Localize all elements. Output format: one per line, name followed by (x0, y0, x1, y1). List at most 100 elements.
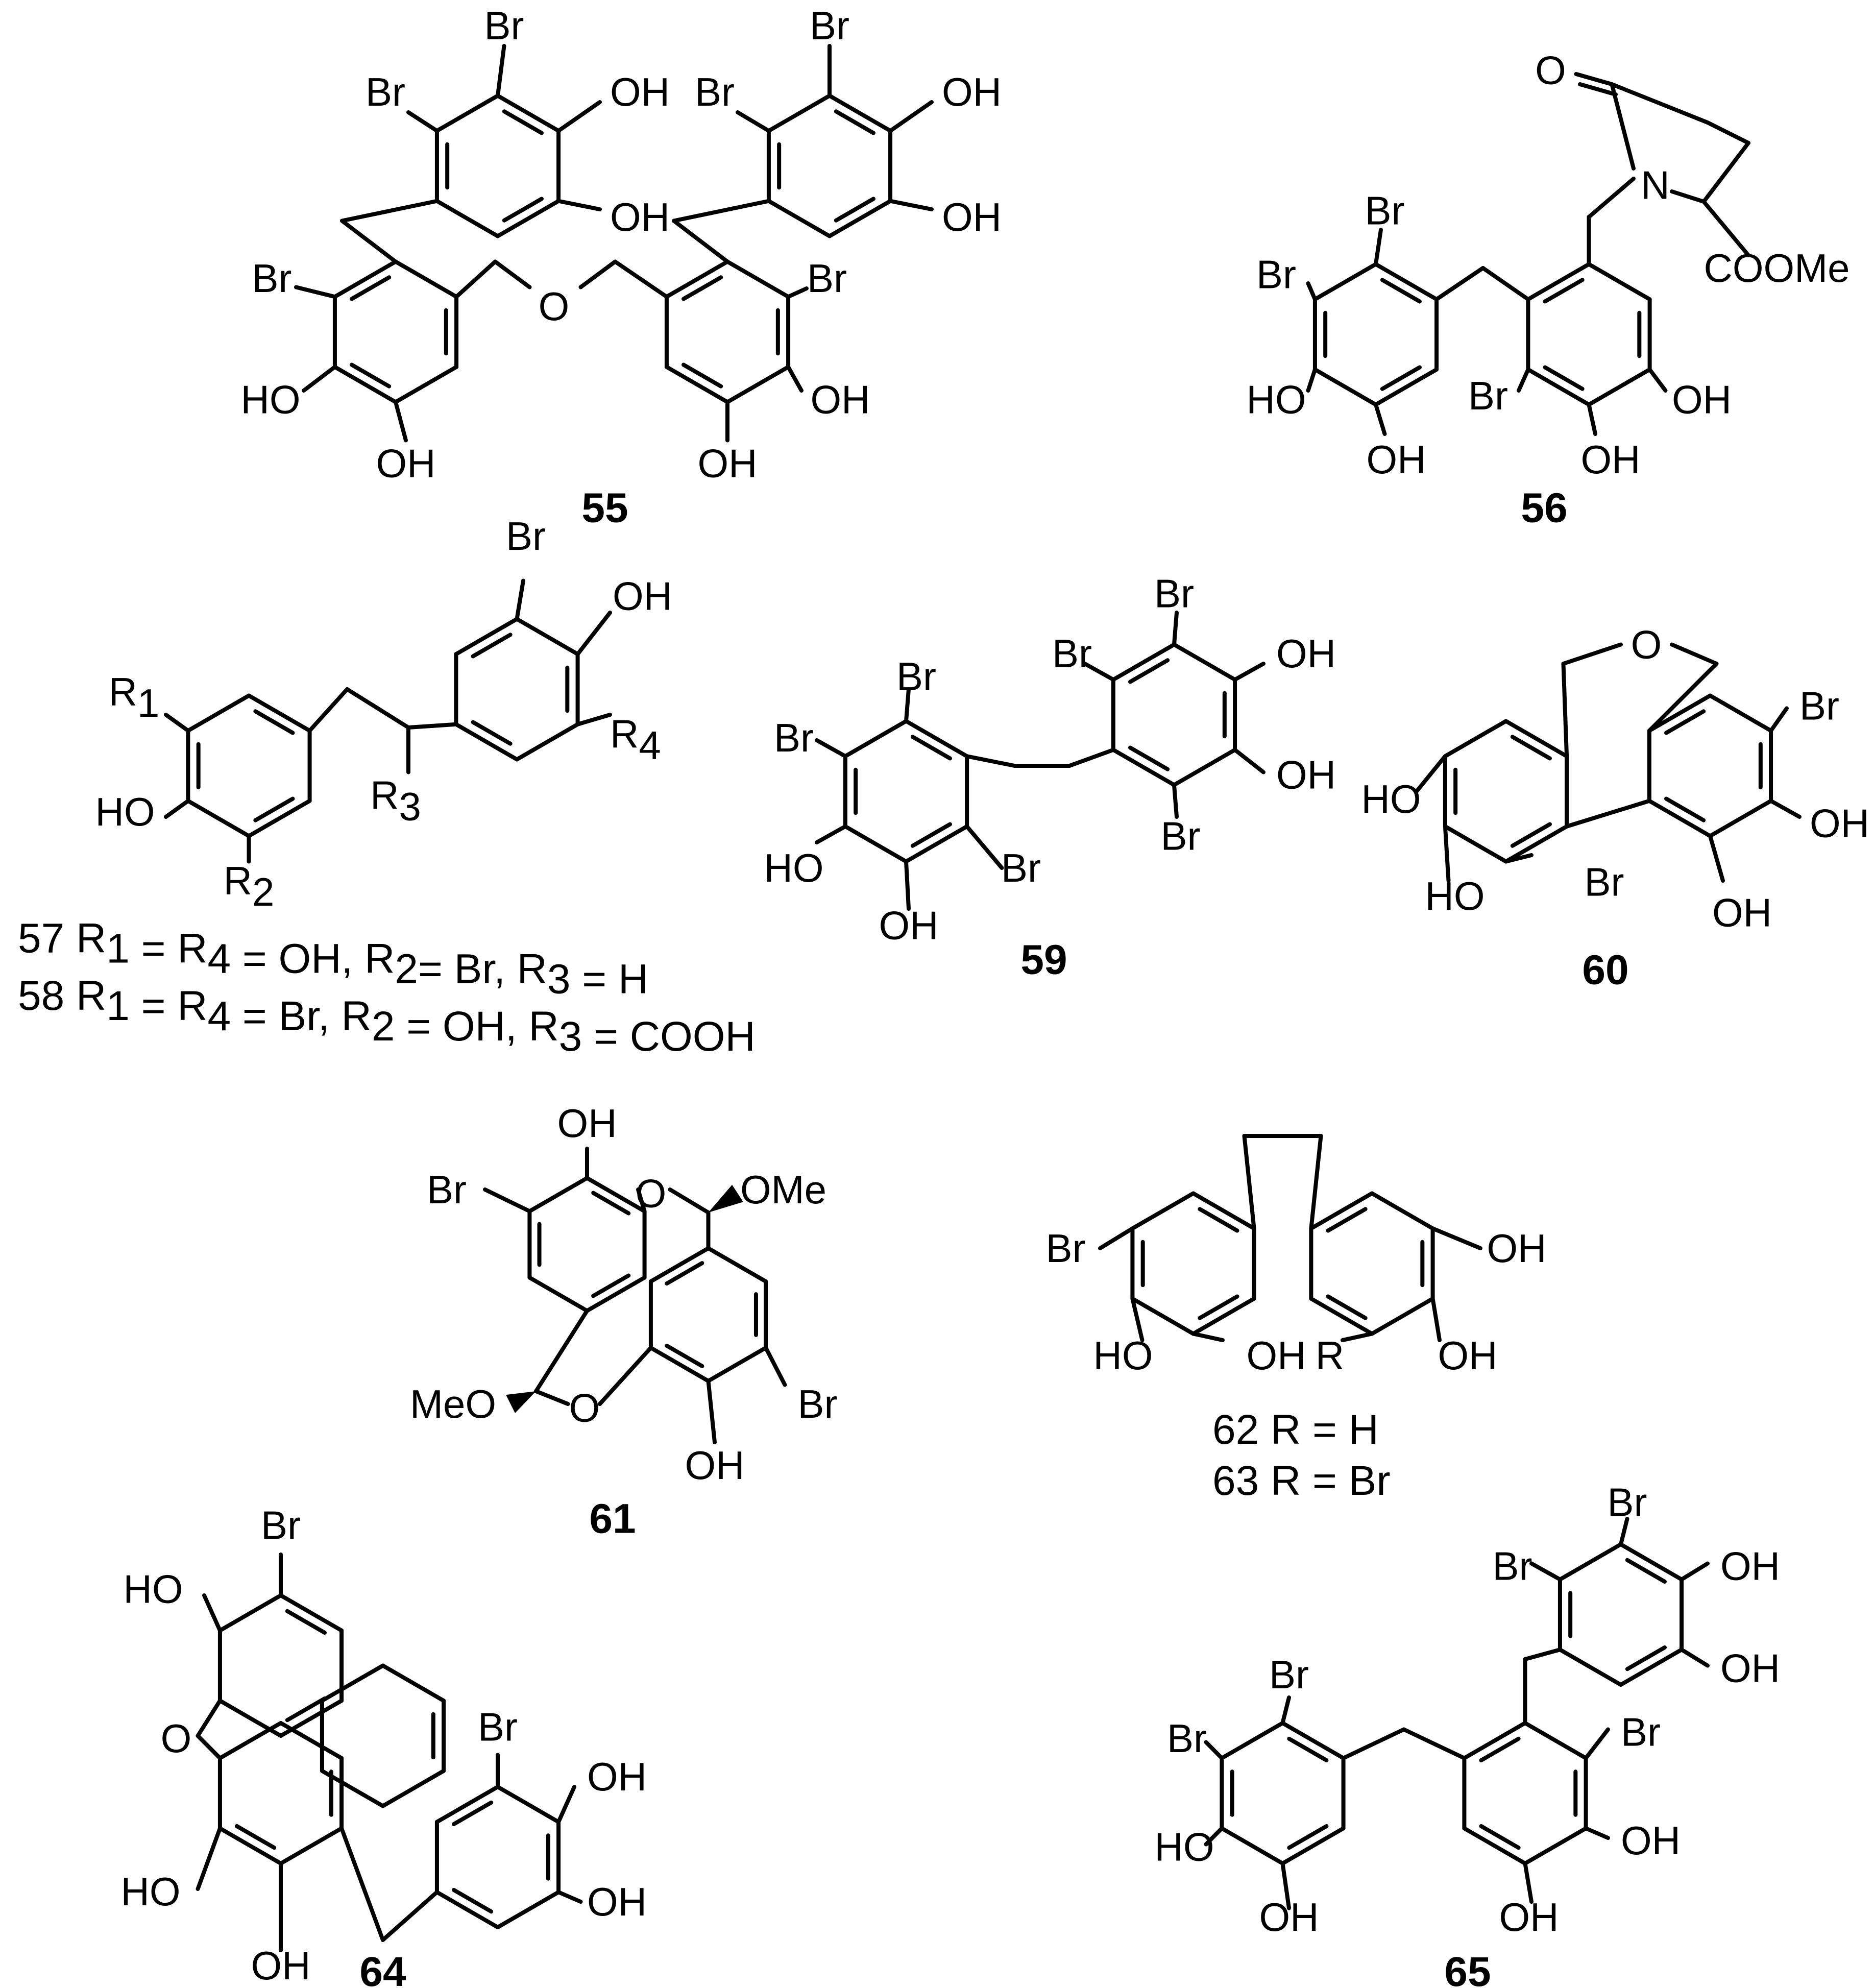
bond (664, 259, 729, 299)
atom-label: OH (1672, 377, 1732, 422)
bond (1191, 1296, 1256, 1336)
bond (1130, 1296, 1145, 1342)
atom-label: Br (1154, 571, 1194, 616)
atom-label: R1 (109, 669, 160, 725)
bond (591, 1273, 631, 1298)
substituent-caption: 62 R = H (1212, 1407, 1379, 1453)
atom-label: Br (366, 69, 405, 114)
atom-label: OH (613, 574, 672, 619)
bond (1306, 281, 1317, 302)
atom-label: OH (376, 441, 436, 486)
bond (1380, 365, 1422, 391)
atom-label: OH (698, 441, 758, 486)
bond (1111, 642, 1176, 682)
bond (1587, 262, 1652, 302)
bond (350, 362, 392, 389)
bond (1523, 1861, 1534, 1904)
atom-label: Br (1468, 373, 1508, 418)
bond (1504, 824, 1569, 864)
bond (965, 754, 1017, 768)
atom-label: Br (807, 256, 847, 301)
bond (648, 1346, 711, 1383)
bond (527, 1275, 589, 1313)
bond (910, 735, 952, 761)
bond (454, 259, 497, 299)
bond (1341, 1331, 1374, 1342)
bond (613, 259, 669, 299)
atom-label: Br (1161, 814, 1201, 859)
bond (1647, 662, 1719, 733)
bond (350, 275, 392, 301)
atom-label: HO (1093, 1333, 1153, 1378)
bond (834, 197, 875, 223)
bond (1557, 1647, 1623, 1687)
compound-number: 55 (581, 485, 628, 531)
bond (1402, 1727, 1467, 1760)
bond (1504, 853, 1534, 864)
bond (556, 1890, 583, 1904)
bond (1415, 754, 1447, 793)
bond (1198, 1207, 1239, 1233)
bond (1280, 1695, 1291, 1725)
atom-label: OH (587, 1879, 647, 1924)
bond (1430, 1226, 1482, 1250)
atom-label: MeO (410, 1381, 496, 1426)
atom-label: Br (484, 3, 524, 48)
atom-label: O (1535, 48, 1566, 93)
bond (1543, 278, 1585, 304)
atom-label: HO (124, 1567, 183, 1612)
wedge-bond (506, 1391, 536, 1413)
bond (1309, 1134, 1323, 1231)
bond (534, 1389, 570, 1406)
bond (1128, 745, 1170, 771)
bond (1326, 1207, 1368, 1233)
bond (1434, 266, 1485, 302)
bond (706, 1379, 717, 1444)
bond (1191, 1191, 1256, 1231)
bond (515, 722, 580, 762)
bond (196, 1734, 222, 1760)
atom-label: OH (1621, 1818, 1681, 1863)
compound-number: 59 (1020, 937, 1067, 983)
bond (843, 824, 908, 864)
bond (502, 109, 544, 135)
bond (910, 822, 952, 848)
bond (706, 1246, 768, 1283)
atom-label: HO (764, 845, 824, 890)
atom-label: OH (1487, 1226, 1547, 1271)
bond (235, 1824, 277, 1850)
atom-label: HO (95, 789, 155, 834)
substituent-caption: 63 R = Br (1212, 1458, 1391, 1504)
bond (1443, 824, 1508, 864)
bond (1462, 1721, 1527, 1760)
bond (575, 713, 612, 726)
atom-label: OH (587, 1754, 647, 1799)
atom-label: Br (506, 514, 546, 559)
bond (1204, 1740, 1224, 1760)
atom-label: HO (1155, 1825, 1214, 1870)
bond (1584, 1727, 1610, 1760)
bond (1517, 367, 1530, 393)
atom-label: OH (557, 1101, 617, 1146)
bond (332, 259, 398, 299)
atom-label: Br (1493, 1544, 1532, 1589)
bond (394, 365, 459, 404)
bond (1374, 367, 1439, 407)
atom-label: Br (1608, 1480, 1647, 1525)
atom-label: Br (1001, 845, 1041, 890)
bond (764, 1346, 787, 1387)
bond (1625, 1645, 1667, 1671)
bond (1708, 798, 1773, 838)
atom-label: OH (1247, 1333, 1306, 1378)
atom-label: OH (942, 195, 1002, 239)
bond (1510, 735, 1552, 761)
bond (1280, 1826, 1346, 1865)
bond (434, 199, 500, 238)
bond (1341, 1727, 1406, 1760)
bond (381, 1890, 439, 1942)
bond (1526, 262, 1591, 302)
bond (828, 199, 893, 238)
bond (1374, 402, 1387, 436)
